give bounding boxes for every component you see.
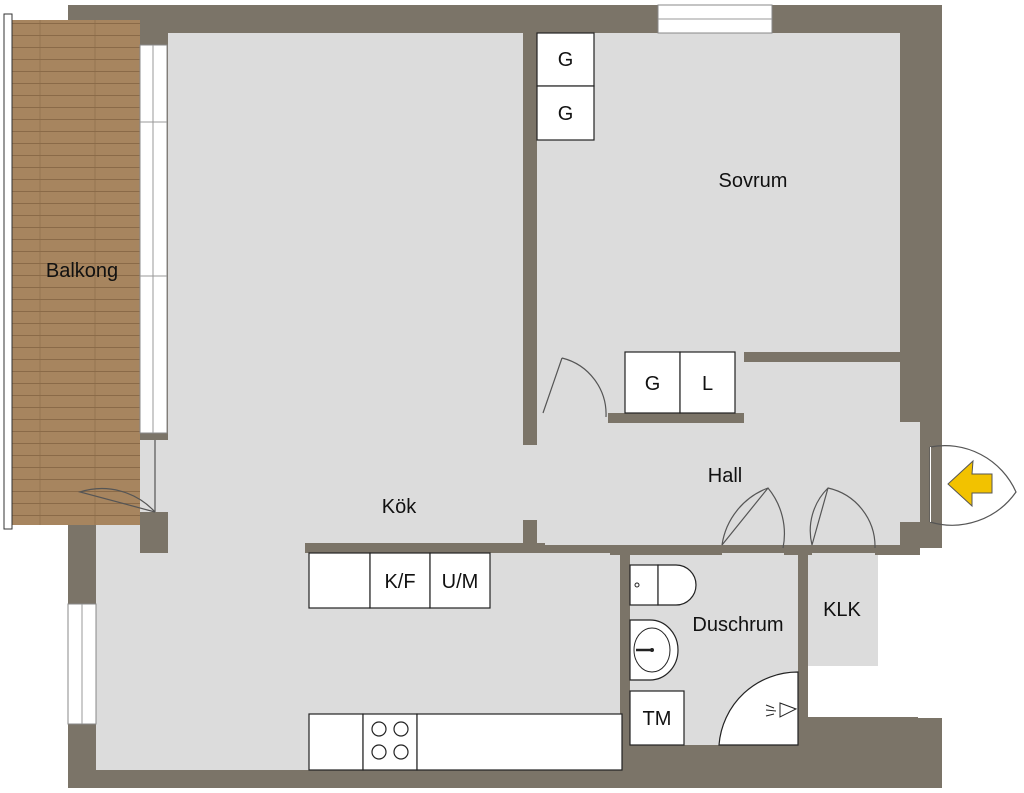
wardrobe-g1 <box>536 32 595 87</box>
wall-right-upper <box>900 33 918 422</box>
kitchen-floor-top <box>168 33 523 553</box>
room-label-duschrum: Duschrum <box>692 614 783 636</box>
wall-stub <box>523 520 537 550</box>
closet-door <box>809 487 876 549</box>
wall-bath-left <box>620 545 630 770</box>
closet-floor-front <box>808 553 878 666</box>
counter-right <box>416 713 623 771</box>
wall-balcony-lower <box>140 512 168 553</box>
washing-machine <box>629 690 685 746</box>
stove <box>362 713 418 771</box>
wardrobe-g3 <box>624 351 681 414</box>
room-label-balkong: Balkong <box>46 260 118 282</box>
room-label-kok: Kök <box>382 496 417 518</box>
wardrobe-g1-label: G <box>558 49 574 71</box>
hall-floor-left <box>523 422 543 522</box>
bathroom-door <box>721 487 786 549</box>
bedroom-door <box>542 357 607 418</box>
wall-closet-top <box>875 545 920 555</box>
sink-icon <box>629 619 679 681</box>
wall-kitchen-bedroom <box>523 33 537 445</box>
fridge-freezer <box>369 552 431 609</box>
balcony-rail <box>3 13 13 530</box>
wardrobe-g2 <box>536 85 595 141</box>
stove-icon <box>371 721 409 760</box>
room-label-sovrum: Sovrum <box>719 170 788 192</box>
fridge-freezer-label: K/F <box>384 571 415 593</box>
room-label-hall: Hall <box>708 465 742 487</box>
dishwasher-microwave <box>429 552 491 609</box>
balcony-deck <box>10 20 140 525</box>
wardrobe-g2-label: G <box>558 103 574 125</box>
wall-bedroom-hall <box>608 413 744 423</box>
outer-wall-right-lower <box>918 718 942 788</box>
wall-kitchen-counter <box>305 543 545 553</box>
toilet-icon <box>629 564 697 606</box>
counter-left <box>308 713 364 771</box>
entry-door-swing <box>930 447 931 522</box>
room-label-klk: KLK <box>823 599 861 621</box>
bedroom-floor <box>537 33 900 353</box>
wall-hall-mid <box>784 545 812 555</box>
dishwasher-microwave-label: U/M <box>442 571 479 593</box>
washing-machine-label: TM <box>643 708 672 730</box>
linen-cabinet <box>679 351 736 414</box>
linen-cabinet-label: L <box>702 373 713 395</box>
shower-icon <box>718 671 799 746</box>
wall-bedroom-hall-right <box>744 352 902 362</box>
wall-bath-right <box>798 545 808 745</box>
balcony-door <box>77 440 156 513</box>
entry-arrow-icon <box>947 459 993 508</box>
kitchen-cabinet <box>308 552 371 609</box>
wall-bath-top <box>610 545 722 555</box>
wardrobe-g3-label: G <box>645 373 661 395</box>
hall-floor-entry <box>900 422 920 522</box>
